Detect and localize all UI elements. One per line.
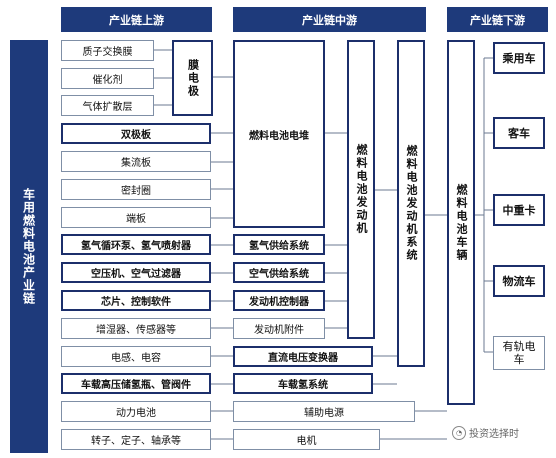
box-proton-exchange-membrane: 质子交换膜 <box>61 40 154 61</box>
box-hydrogen-pump: 氢气循环泵、氢气喷射器 <box>61 234 211 255</box>
box-bipolar-plate: 双极板 <box>61 123 211 144</box>
side-label: 车用燃料电池产业链 <box>10 40 48 453</box>
box-end-plate: 端板 <box>61 207 211 228</box>
box-dc-converter: 直流电压变换器 <box>233 346 373 367</box>
header-upstream: 产业链上游 <box>61 7 212 32</box>
box-catalyst: 催化剂 <box>61 68 154 89</box>
box-power-battery: 动力电池 <box>61 401 211 422</box>
watermark-text: 投资选择时 <box>469 429 519 440</box>
wechat-icon: ◔ <box>452 425 466 440</box>
header-midstream: 产业链中游 <box>233 7 426 32</box>
box-air-compressor: 空压机、空气过滤器 <box>61 262 211 283</box>
box-current-collector: 集流板 <box>61 151 211 172</box>
watermark: ◔ 投资选择时 <box>452 425 519 440</box>
box-inductor-capacitor: 电感、电容 <box>61 346 211 367</box>
box-humidifier-sensor: 增湿器、传感器等 <box>61 318 211 339</box>
box-fuel-cell-stack: 燃料电池电堆 <box>233 40 325 228</box>
box-gas-diffusion-layer: 气体扩散层 <box>61 95 154 116</box>
box-auxiliary-power: 辅助电源 <box>233 401 415 422</box>
box-rail-vehicle: 有轨电车 <box>493 336 545 370</box>
header-downstream: 产业链下游 <box>447 7 548 32</box>
box-onboard-hydrogen-system: 车载氢系统 <box>233 373 373 394</box>
box-bus: 客车 <box>493 117 545 149</box>
box-membrane-electrode: 膜电极 <box>172 40 213 116</box>
box-hydrogen-tank: 车载高压储氢瓶、管阀件 <box>61 373 211 394</box>
box-chip-software: 芯片、控制软件 <box>61 290 211 311</box>
box-hydrogen-supply: 氢气供给系统 <box>233 234 325 255</box>
box-fuel-cell-engine-system: 燃料电池发动机系统 <box>397 40 425 367</box>
box-rotor-stator: 转子、定子、轴承等 <box>61 429 211 450</box>
box-logistics-vehicle: 物流车 <box>493 265 545 297</box>
box-air-supply: 空气供给系统 <box>233 262 325 283</box>
box-fuel-cell-vehicle: 燃料电池车辆 <box>447 40 475 405</box>
box-motor: 电机 <box>233 429 380 450</box>
box-engine-accessories: 发动机附件 <box>233 318 325 339</box>
box-medium-heavy-truck: 中重卡 <box>493 194 545 226</box>
box-engine-controller: 发动机控制器 <box>233 290 325 311</box>
box-sealing-ring: 密封圈 <box>61 179 211 200</box>
box-fuel-cell-engine: 燃料电池发动机 <box>347 40 375 339</box>
box-passenger-car: 乘用车 <box>493 42 545 74</box>
